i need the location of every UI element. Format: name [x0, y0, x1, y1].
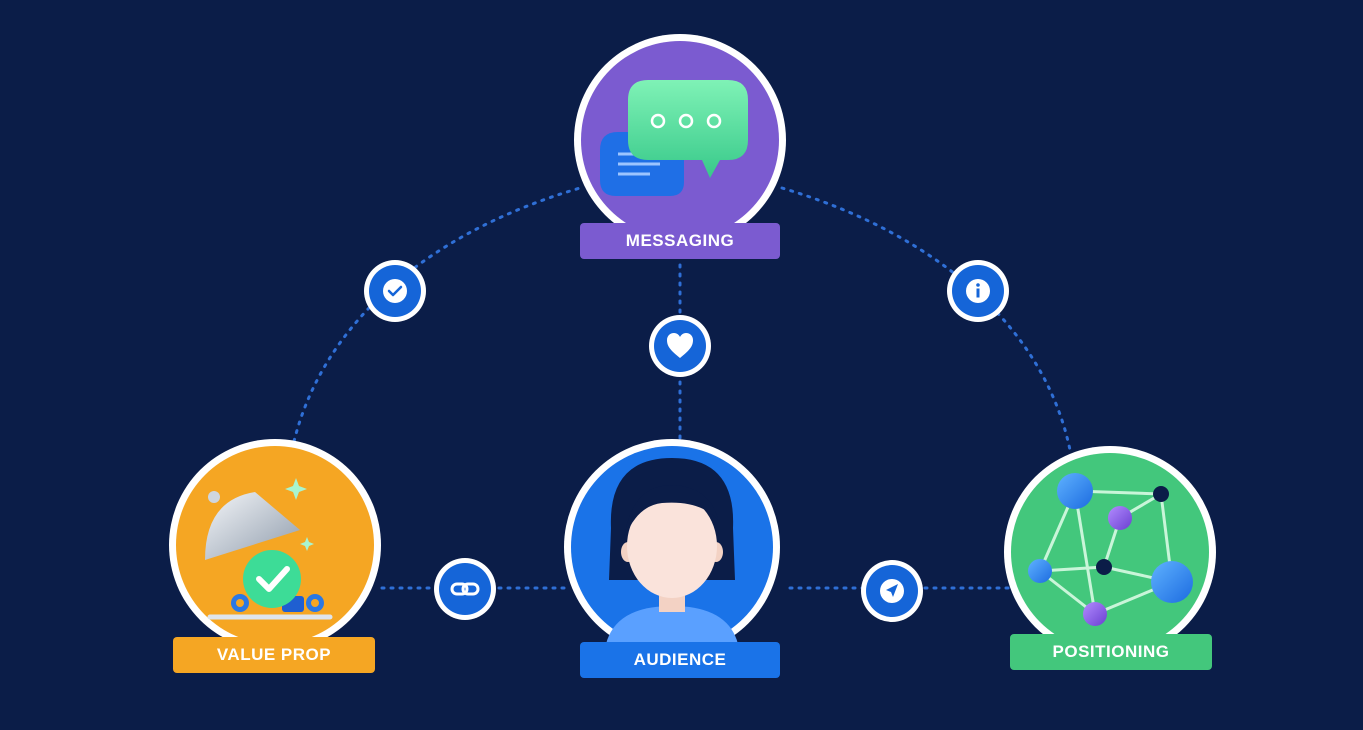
value-prop-label: VALUE PROP: [173, 637, 375, 673]
positioning-label: POSITIONING: [1010, 634, 1212, 670]
check-badge[interactable]: [364, 260, 426, 322]
serving-cloche-icon: [205, 478, 333, 620]
heart-icon: [667, 333, 693, 358]
chat-bubbles-icon: [600, 80, 748, 196]
connector-messaging-positioning: [780, 186, 1072, 452]
navigation-badge[interactable]: [861, 560, 923, 622]
audience-label: AUDIENCE: [580, 642, 780, 678]
check-icon: [383, 279, 407, 303]
messaging-label: MESSAGING: [580, 223, 780, 259]
link-badge[interactable]: [434, 558, 496, 620]
messaging-node: [574, 34, 786, 246]
link-icon: [450, 582, 480, 596]
person-avatar-icon: [606, 458, 738, 655]
positioning-node: [1004, 446, 1216, 658]
navigation-arrow-icon: [880, 579, 904, 603]
info-badge[interactable]: [947, 260, 1009, 322]
connector-messaging-value-prop: [290, 186, 582, 452]
heart-badge[interactable]: [649, 315, 711, 377]
info-icon: [966, 279, 990, 303]
audience-node: [564, 439, 780, 655]
value-prop-node: [169, 439, 381, 651]
network-graph-icon: [1028, 473, 1193, 626]
